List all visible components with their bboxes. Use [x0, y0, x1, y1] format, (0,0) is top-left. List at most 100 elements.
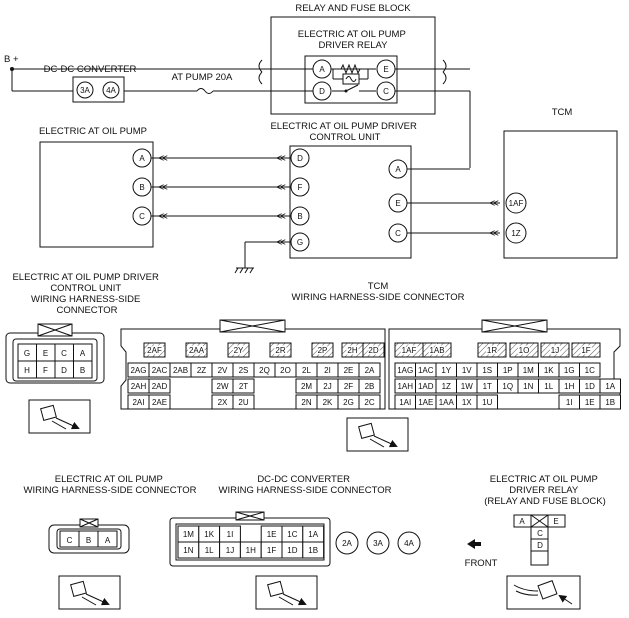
connector-pin: 1J — [540, 342, 570, 358]
connector-pin: 1K — [538, 362, 560, 378]
unit-terminal-c-label: C — [395, 229, 401, 238]
dcdc-connector-title: DC-DC CONVERTER WIRING HARNESS-SIDE CONN… — [219, 474, 392, 496]
connector-pin-label: 2AE — [152, 398, 167, 407]
pump-terminal-b-label: B — [139, 183, 144, 192]
pump-connector-pin: A — [105, 536, 111, 545]
tcm-connector-subtitle: WIRING HARNESS-SIDE CONNECTOR — [292, 292, 465, 303]
pump-harness-connector — [48, 518, 130, 554]
connector-pin-label: 1AB — [429, 346, 444, 355]
connector-pin-label: 1M — [183, 530, 194, 539]
unit-terminal-g-label: G — [297, 238, 303, 247]
connector-pin: 2F — [337, 378, 360, 394]
relay-block-label: RELAY AND FUSE BLOCK — [295, 3, 411, 14]
relay-connector-view-icon — [506, 575, 581, 610]
connector-pin: 1R — [477, 342, 507, 358]
connector-pin: 2E — [337, 362, 360, 378]
relay-terminal-d-label: D — [319, 87, 325, 96]
unit-terminal-d-label: D — [297, 154, 303, 163]
connector-pin: 2J — [316, 378, 339, 394]
connector-pin-label: 1F — [267, 546, 276, 555]
connector-pin: 2P — [311, 342, 334, 358]
connector-pin: 1E — [579, 394, 601, 410]
connector-mark-unit-d: ≪ — [276, 153, 286, 164]
connector-pin: 1P — [497, 362, 519, 378]
relay-contact-dot — [344, 89, 348, 93]
connector-pin: 2AE — [148, 394, 171, 410]
connector-pin-label: 2AD — [152, 382, 168, 391]
relay-connector-pin-a: A — [519, 517, 525, 526]
connector-pin: 1AF — [394, 342, 424, 358]
connector-pin-label: 1H — [246, 546, 256, 555]
unit-terminal-b-label: B — [297, 212, 302, 221]
connector-pin-label: 1R — [487, 346, 497, 355]
connector-pin-label: 2E — [344, 366, 354, 375]
dcdc-terminal-3a-label: 3A — [80, 86, 90, 95]
connector-pin-label: 2F — [344, 382, 353, 391]
connector-mark-unit-b: ≪ — [276, 211, 286, 222]
connector-pin-label: 1AG — [397, 366, 413, 375]
connector-pin: 2X — [211, 394, 234, 410]
fuse-symbol — [196, 88, 214, 94]
unit-terminal-a-label: A — [395, 165, 401, 174]
connector-pin-label: 1AC — [418, 366, 434, 375]
pump-connector-pin: C — [67, 536, 73, 545]
tcm-label: TCM — [552, 107, 573, 118]
connector-pin-label: 2Q — [259, 366, 270, 375]
connector-pin: 1F — [260, 541, 283, 559]
b-plus-label: B + — [4, 54, 19, 65]
connector-pin: 2AA — [185, 342, 208, 358]
connector-mark-unit-f: ≪ — [276, 182, 286, 193]
connector-pin: 1X — [456, 394, 478, 410]
connector-pin: 1D — [579, 378, 601, 394]
unit-connector-pin: G — [24, 349, 30, 358]
connector-pin: 2C — [358, 394, 381, 410]
connector-pin-label: 2V — [218, 366, 228, 375]
connector-pin: 1N — [177, 541, 200, 559]
connector-pin-label: 2O — [280, 366, 291, 375]
connector-pin-label: 1I — [227, 530, 234, 539]
connector-pin: 2I — [316, 362, 339, 378]
connector-pin-label: 2J — [323, 382, 331, 391]
connector-pin-label: 2P — [318, 346, 328, 355]
connector-pin-label: 1T — [483, 382, 492, 391]
connector-pin-label: 1K — [544, 366, 554, 375]
connector-pin-label: 1AH — [397, 382, 413, 391]
connector-pin-label: 1Q — [502, 382, 513, 391]
unit-connector-pin: C — [61, 349, 67, 358]
unit-connector-pin: D — [61, 366, 67, 375]
connector-pin: 1H — [558, 378, 580, 394]
connector-pin: 2M — [295, 378, 318, 394]
connector-pin: 1AI — [394, 394, 416, 410]
connector-pin-label: 2AA — [189, 346, 205, 355]
connector-pin: 2V — [211, 362, 234, 378]
connector-pin: 2T — [232, 378, 255, 394]
dcdc-connector-view-icon — [255, 575, 318, 610]
connector-pin-label: 1M — [523, 366, 534, 375]
dcdc-round-terminal — [335, 531, 359, 555]
connector-pin: 1V — [456, 362, 478, 378]
relay-connector-pin-e: E — [553, 517, 558, 526]
relay-terminal-e-label: E — [383, 65, 388, 74]
connector-pin: 1AG — [394, 362, 416, 378]
connector-pin: 1N — [517, 378, 539, 394]
connector-pin-label: 1I — [566, 398, 573, 407]
connector-pin: 1T — [476, 378, 498, 394]
tcm-connector-title: TCM — [368, 281, 389, 292]
front-arrow-icon — [467, 539, 481, 549]
connector-pin: 1F — [571, 342, 601, 358]
connector-mark-pump-c: ≪ — [158, 211, 168, 222]
unit-connector-pin: H — [24, 366, 30, 375]
front-label: FRONT — [465, 558, 498, 569]
connector-pin: 1AE — [415, 394, 437, 410]
connector-pin-label: 1P — [503, 366, 513, 375]
connector-pin: 1AH — [394, 378, 416, 394]
unit-connector-pin: B — [80, 366, 85, 375]
connector-pin: 1B — [302, 541, 325, 559]
connector-pin: 1E — [260, 525, 283, 543]
connector-pin-label: 2AI — [132, 398, 144, 407]
connector-pin: 1M — [177, 525, 200, 543]
connector-pin-label: 2G — [343, 398, 354, 407]
